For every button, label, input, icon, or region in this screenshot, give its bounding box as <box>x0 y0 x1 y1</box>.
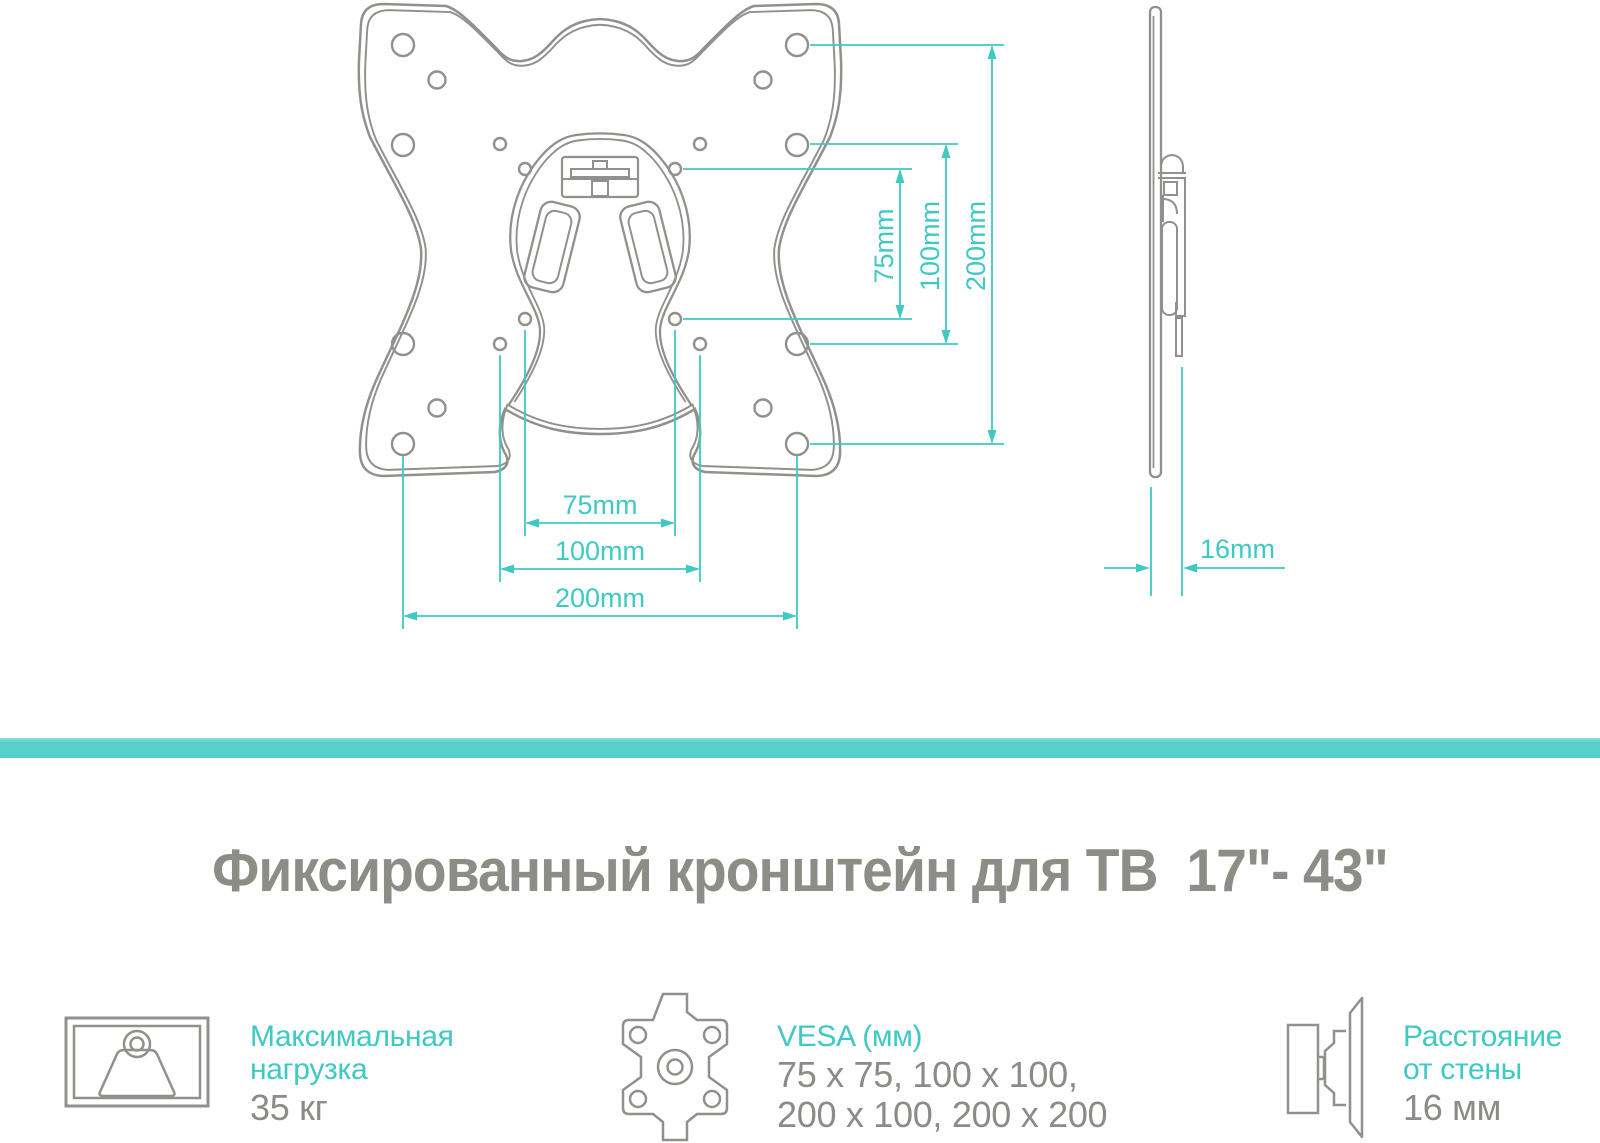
technical-drawing: 75mm 100mm 200mm 75mm 100mm 200mm <box>357 2 1285 629</box>
bracket-front-view <box>357 2 843 478</box>
vertical-dimensions: 75mm 100mm 200mm <box>683 44 1004 445</box>
feature-label: VESA (мм) <box>777 1020 923 1053</box>
center-body-ridge <box>507 132 693 407</box>
hook-slot-right <box>619 200 677 294</box>
dim-label-v75: 75mm <box>869 208 899 283</box>
feature-value: 35 кг <box>250 1087 328 1128</box>
latch-mechanism <box>560 155 640 199</box>
bracket-side-view <box>1148 5 1186 479</box>
horizontal-dimensions: 75mm 100mm 200mm <box>402 330 798 629</box>
dim-label-v200: 200mm <box>961 201 991 291</box>
dim-label-v100: 100mm <box>915 201 945 291</box>
max-load-icon <box>64 1016 210 1108</box>
hook-slot-left <box>523 200 581 294</box>
side-plate <box>1148 5 1163 479</box>
page-title: Фиксированный кронштейн для ТВ 17"- 43" <box>212 837 1389 904</box>
vesa-plate-icon <box>621 992 729 1142</box>
depth-dimension: 16mm <box>1104 367 1285 596</box>
center-body-ridge-inner <box>513 138 687 403</box>
feature-value: 75 x 75, 100 x 100,200 x 100, 200 x 200 <box>777 1054 1108 1135</box>
plate-outline <box>357 2 843 478</box>
feature-vesa: VESA (мм) 75 x 75, 100 x 100,200 x 100, … <box>777 1020 1108 1135</box>
wall-distance-icon <box>1286 996 1364 1139</box>
dim-label-h200: 200mm <box>555 583 645 613</box>
dim-label-depth: 16mm <box>1200 534 1275 564</box>
dimension-annotations: 75mm 100mm 200mm 75mm 100mm 200mm <box>402 44 1285 629</box>
dim-label-h75: 75mm <box>562 490 637 520</box>
feature-value: 16 мм <box>1403 1087 1502 1128</box>
side-clip <box>1158 153 1186 357</box>
dim-label-h100: 100mm <box>555 536 645 566</box>
plate-inner-outline <box>364 9 836 471</box>
mounting-holes <box>390 32 810 457</box>
divider-bar <box>0 738 1600 758</box>
